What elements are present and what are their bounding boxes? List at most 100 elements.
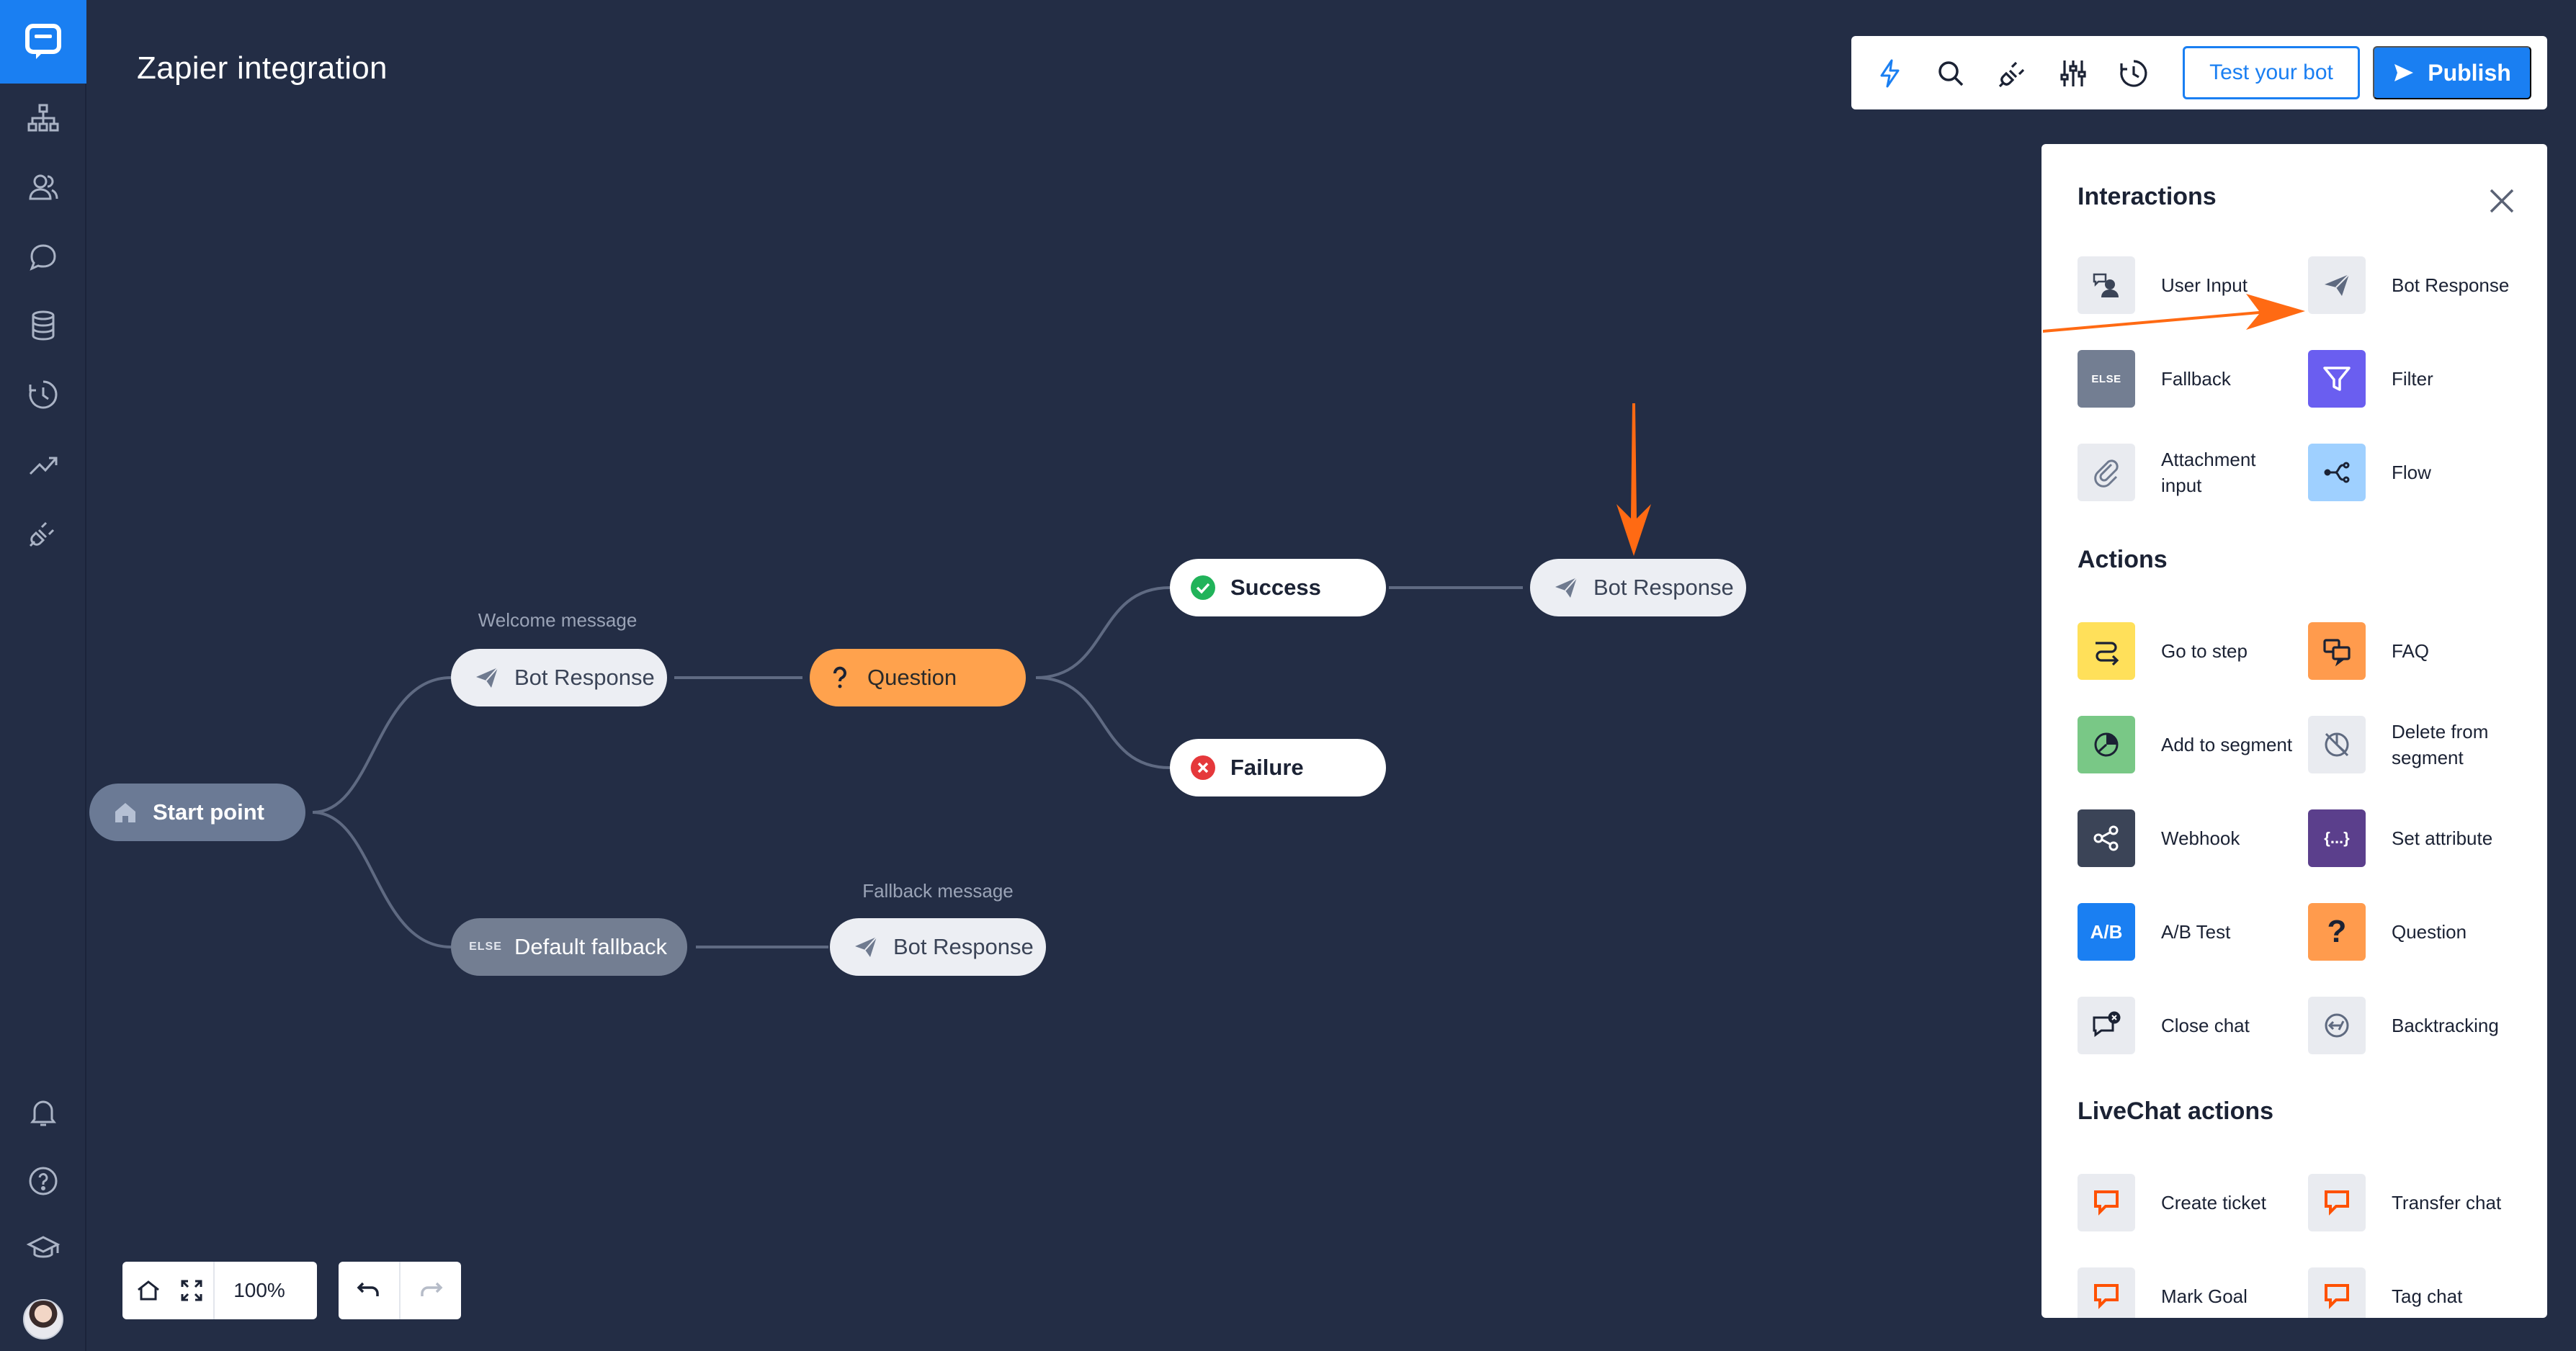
panel-item-close-chat[interactable]: Close chat [2078, 997, 2308, 1054]
panel-item-webhook[interactable]: Webhook [2078, 809, 2308, 867]
panel-item-label: Set attribute [2392, 827, 2493, 849]
panel-item-delete-from-segment[interactable]: Delete from segment [2308, 716, 2539, 773]
fallback-bot-response-label: Bot Response [893, 934, 1034, 959]
search-icon[interactable] [1931, 53, 1971, 94]
page-title: Zapier integration [137, 50, 388, 86]
panel-item-attachment-input[interactable]: Attachment input [2078, 444, 2308, 501]
failure-node[interactable]: Failure [1170, 739, 1386, 796]
panel-item-bot-response[interactable]: Bot Response [2308, 256, 2539, 314]
check-circle-icon [1183, 575, 1223, 601]
share-icon [2078, 809, 2135, 867]
plug-icon[interactable] [1993, 53, 2033, 94]
plug-icon[interactable] [22, 511, 65, 555]
fallback-bot-response-node[interactable]: Bot Response [830, 918, 1046, 976]
panel-item-filter[interactable]: Filter [2308, 350, 2539, 408]
interactions-panel: Interactions User Input Bot Response ELS… [2041, 144, 2547, 1318]
panel-item-label: Question [2392, 921, 2467, 943]
chat-icon[interactable] [22, 235, 65, 278]
start-point-node[interactable]: Start point [89, 784, 305, 841]
app-logo[interactable] [0, 0, 86, 84]
graduation-icon[interactable] [22, 1227, 65, 1270]
close-panel-button[interactable] [2484, 183, 2520, 219]
paper-plane-icon [2308, 256, 2366, 314]
panel-item-label: Add to segment [2161, 734, 2293, 755]
zoom-controls: 100% [122, 1262, 317, 1319]
history-icon[interactable] [22, 373, 65, 416]
home-view-button[interactable] [127, 1262, 170, 1319]
bell-icon[interactable] [22, 1090, 65, 1134]
help-icon[interactable] [22, 1159, 65, 1203]
paper-plane-icon [1546, 575, 1586, 601]
welcome-bot-response-node[interactable]: Bot Response [451, 649, 667, 706]
ab-test-icon: A/B [2078, 903, 2135, 961]
panel-item-label: Close chat [2161, 1015, 2250, 1036]
annotation-arrow-down [1616, 403, 1651, 556]
start-point-label: Start point [153, 799, 264, 825]
expand-icon [181, 1280, 202, 1301]
success-node[interactable]: Success [1170, 559, 1386, 616]
go-to-step-icon [2078, 622, 2135, 680]
history-icon[interactable] [2114, 53, 2154, 94]
question-label: Question [867, 665, 957, 690]
panel-item-label: Transfer chat [2392, 1192, 2502, 1213]
chat-logo-icon [25, 24, 61, 59]
flow-icon [2308, 444, 2366, 501]
panel-item-label: Webhook [2161, 827, 2240, 849]
test-bot-button[interactable]: Test your bot [2183, 46, 2360, 99]
panel-item-flow[interactable]: Flow [2308, 444, 2539, 501]
sidebar [0, 0, 86, 1351]
panel-item-create-ticket[interactable]: Create ticket [2078, 1174, 2308, 1231]
backtracking-icon [2308, 997, 2366, 1054]
bolt-icon[interactable] [1870, 53, 1910, 94]
actions-section-title: Actions [2078, 546, 2168, 573]
panel-item-faq[interactable]: FAQ [2308, 622, 2539, 680]
panel-item-add-to-segment[interactable]: Add to segment [2078, 716, 2308, 773]
panel-item-transfer-chat[interactable]: Transfer chat [2308, 1174, 2539, 1231]
panel-item-label: Filter [2392, 368, 2433, 390]
sitemap-icon[interactable] [22, 96, 65, 140]
panel-item-set-attribute[interactable]: {...} Set attribute [2308, 809, 2539, 867]
database-icon[interactable] [22, 304, 65, 347]
else-icon: ELSE [469, 941, 502, 953]
success-bot-response-node[interactable]: Bot Response [1530, 559, 1746, 616]
publish-button[interactable]: Publish [2373, 46, 2531, 99]
panel-item-label: Create ticket [2161, 1192, 2266, 1213]
welcome-caption: Welcome message [478, 609, 638, 631]
zoom-level[interactable]: 100% [233, 1279, 285, 1301]
panel-item-label: Mark Goal [2161, 1285, 2248, 1307]
panel-item-question[interactable]: ? Question [2308, 903, 2539, 961]
panel-item-label: A/B Test [2161, 921, 2231, 943]
panel-item-tag-chat[interactable]: Tag chat [2308, 1267, 2539, 1318]
panel-item-label: Fallback [2161, 368, 2231, 390]
undo-redo-controls [339, 1262, 461, 1319]
home-icon [138, 1280, 159, 1301]
panel-item-label: Go to step [2161, 640, 2248, 662]
panel-item-user-input[interactable]: User Input [2078, 256, 2308, 314]
avatar[interactable] [23, 1299, 63, 1339]
success-bot-response-label: Bot Response [1593, 575, 1734, 600]
panel-item-mark-goal[interactable]: Mark Goal [2078, 1267, 2308, 1318]
question-mark-icon [820, 665, 860, 691]
fit-view-button[interactable] [170, 1262, 213, 1319]
question-node[interactable]: Question [810, 649, 1026, 706]
panel-item-label: Delete from segment [2392, 721, 2489, 768]
panel-item-go-to-step[interactable]: Go to step [2078, 622, 2308, 680]
trend-icon[interactable] [22, 442, 65, 485]
send-icon [2394, 64, 2414, 81]
undo-button[interactable] [339, 1262, 399, 1319]
default-fallback-label: Default fallback [514, 934, 667, 959]
undo-icon [357, 1282, 379, 1296]
panel-item-label: FAQ [2392, 640, 2430, 662]
panel-item-fallback[interactable]: ELSE Fallback [2078, 350, 2308, 408]
panel-item-backtracking[interactable]: Backtracking [2308, 997, 2539, 1054]
close-icon [2490, 189, 2514, 213]
users-icon[interactable] [22, 166, 65, 209]
default-fallback-node[interactable]: ELSE Default fallback [451, 918, 687, 976]
panel-item-ab-test[interactable]: A/B A/B Test [2078, 903, 2308, 961]
panel-item-label: Flow [2392, 462, 2431, 483]
success-label: Success [1230, 575, 1321, 600]
sliders-icon[interactable] [2053, 53, 2093, 94]
pie-chart-icon [2078, 716, 2135, 773]
redo-button[interactable] [401, 1262, 461, 1319]
chat-bubble-icon [2078, 1174, 2135, 1231]
